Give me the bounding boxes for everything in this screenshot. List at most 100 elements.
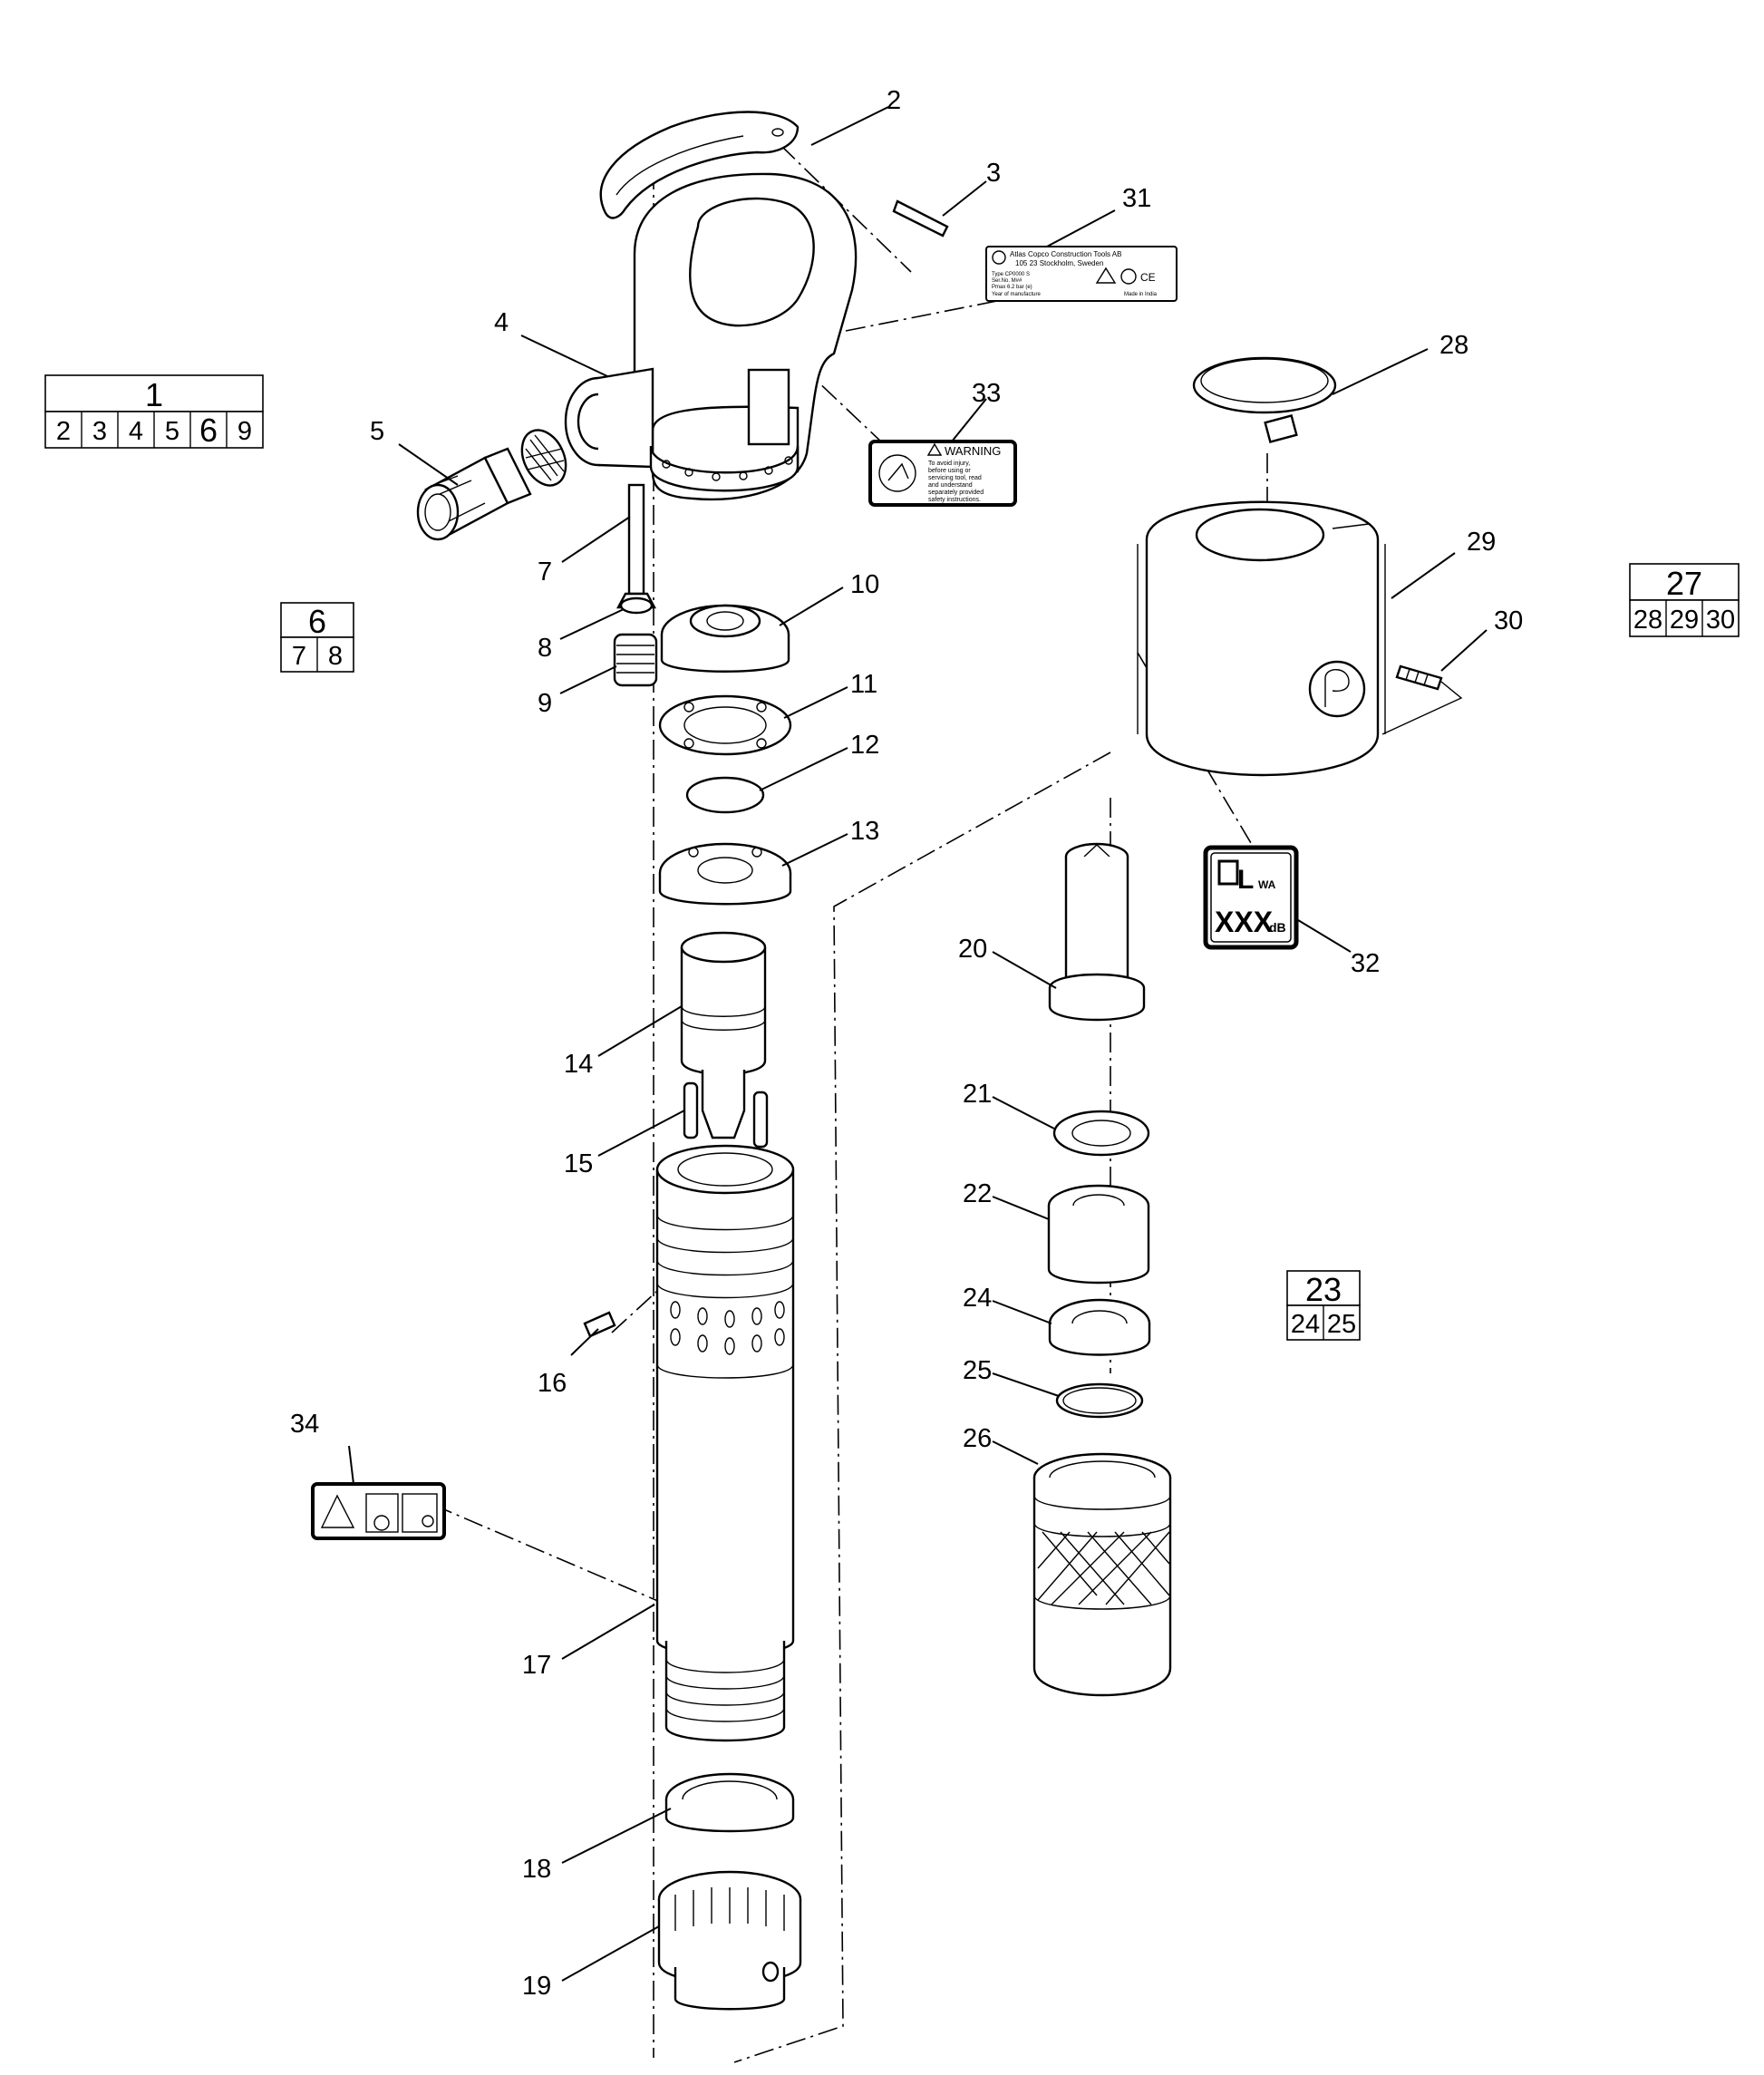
callout-16: 16 — [538, 1369, 567, 1398]
part-circlip-25 — [1055, 1382, 1144, 1419]
warning-line2: before using or — [928, 468, 971, 474]
kit-6-main: 6 — [308, 603, 326, 640]
kit-1-member: 9 — [237, 417, 252, 446]
callout-10: 10 — [850, 570, 879, 599]
callout-3: 3 — [986, 159, 1001, 188]
callout-12: 12 — [850, 731, 879, 760]
callout-11: 11 — [850, 670, 877, 699]
part-clamp-28 — [1192, 356, 1337, 443]
warning-triangle-icon — [320, 1494, 355, 1528]
warning-line4: and understand — [928, 482, 973, 489]
part-retainer-26 — [1032, 1452, 1172, 1697]
kit-1-member: 6 — [199, 412, 218, 449]
part-ring-21 — [1052, 1110, 1150, 1157]
kit-6-member: 7 — [292, 642, 306, 671]
plate-line6: Year of manufacture — [992, 292, 1041, 297]
kit-box-27: 27 28 29 30 — [1629, 563, 1740, 637]
callout-28: 28 — [1439, 331, 1468, 360]
callout-15: 15 — [564, 1149, 593, 1178]
plate-line2: 105 23 Stockholm, Sweden — [1015, 259, 1103, 267]
callout-33: 33 — [972, 379, 1001, 408]
part-cylinder — [655, 1144, 795, 1742]
kit-27-member: 28 — [1633, 606, 1662, 635]
part-inlet-nipple — [416, 447, 532, 541]
callouts: 2 3 4 5 7 8 9 10 11 12 13 14 15 16 17 18… — [290, 86, 1523, 2001]
warning-label-33: WARNING To avoid injury, before using or… — [868, 440, 1017, 507]
part-flange-13 — [658, 842, 792, 906]
noise-unit: dB — [1269, 920, 1286, 935]
ear-protection-icon — [365, 1493, 399, 1533]
manual-icon — [878, 454, 916, 492]
part-pin-16 — [583, 1311, 616, 1338]
noise-symbol: L — [1237, 865, 1254, 895]
callout-5: 5 — [370, 417, 384, 446]
plate-line3: Type CP0000 S — [992, 272, 1030, 277]
callout-30: 30 — [1494, 606, 1523, 635]
callout-19: 19 — [522, 1972, 551, 2001]
warning-line3: servicing tool, read — [928, 475, 982, 481]
part-ring-18 — [664, 1772, 795, 1833]
part-spring — [613, 633, 658, 687]
callout-2: 2 — [887, 86, 901, 115]
callout-24: 24 — [963, 1284, 992, 1313]
kit-27-member: 29 — [1670, 606, 1699, 635]
noise-label-32: L WA XXX dB — [1203, 845, 1299, 950]
callout-21: 21 — [963, 1080, 992, 1109]
part-screw-30 — [1381, 664, 1463, 735]
sound-power-icon — [1217, 859, 1239, 886]
callout-34: 34 — [290, 1410, 319, 1439]
part-bushing-20 — [1048, 842, 1146, 1022]
part-disc-12 — [685, 776, 765, 814]
callout-32: 32 — [1351, 949, 1380, 978]
callout-25: 25 — [963, 1356, 992, 1385]
warning-line6: safety instructions. — [928, 497, 981, 503]
kit-1-member: 3 — [92, 417, 107, 446]
warning-line5: separately provided — [928, 490, 984, 496]
callout-17: 17 — [522, 1651, 551, 1680]
callout-13: 13 — [850, 817, 879, 846]
callout-8: 8 — [538, 634, 552, 663]
part-sleeve-19 — [657, 1870, 802, 2011]
part-handle-grip — [599, 111, 800, 219]
warning-title: WARNING — [945, 444, 1001, 458]
kit-23-member: 25 — [1327, 1310, 1356, 1339]
kit-1-main: 1 — [145, 376, 163, 413]
plate-warning-icon — [1095, 267, 1117, 284]
kit-1-member: 4 — [129, 417, 143, 446]
callout-18: 18 — [522, 1855, 551, 1884]
part-piston — [680, 931, 767, 1139]
part-back-head — [564, 172, 858, 501]
callout-26: 26 — [963, 1424, 992, 1453]
kit-27-member: 30 — [1706, 606, 1735, 635]
plate-line1: Atlas Copco Construction Tools AB — [1010, 250, 1121, 258]
warning-line1: To avoid injury, — [928, 461, 970, 467]
part-sleeve-22 — [1047, 1184, 1150, 1285]
assembly-lines — [432, 136, 1268, 2063]
part-muffler-29 — [1137, 500, 1386, 777]
kit-box-6: 6 7 8 — [280, 602, 354, 673]
callout-9: 9 — [538, 689, 552, 718]
pictogram-label-34 — [311, 1482, 446, 1540]
part-pin-3 — [892, 199, 949, 238]
plate-line4: Ser.No. M## — [992, 278, 1023, 284]
kit-1-member: 2 — [56, 417, 71, 446]
plate-symbol-icon — [1120, 268, 1137, 285]
callout-14: 14 — [564, 1050, 593, 1079]
part-strainer — [520, 429, 567, 487]
callout-4: 4 — [494, 308, 509, 337]
kit-box-23: 23 24 25 — [1286, 1270, 1361, 1341]
callout-7: 7 — [538, 558, 552, 587]
leader-lines — [348, 106, 1488, 1982]
warning-triangle-icon — [926, 442, 943, 456]
kit-box-1: 1 2 3 4 5 6 9 — [44, 374, 264, 449]
noise-value: XXX — [1215, 906, 1274, 938]
noise-sub: WA — [1258, 878, 1276, 891]
data-plate-31: Atlas Copco Construction Tools AB 105 23… — [985, 246, 1178, 302]
kit-6-member: 8 — [328, 642, 343, 671]
kit-1-member: 5 — [165, 417, 179, 446]
plate-ce-mark: CE — [1140, 271, 1156, 284]
part-gasket-11 — [658, 694, 792, 756]
callout-31: 31 — [1122, 184, 1151, 213]
callout-20: 20 — [958, 935, 987, 964]
